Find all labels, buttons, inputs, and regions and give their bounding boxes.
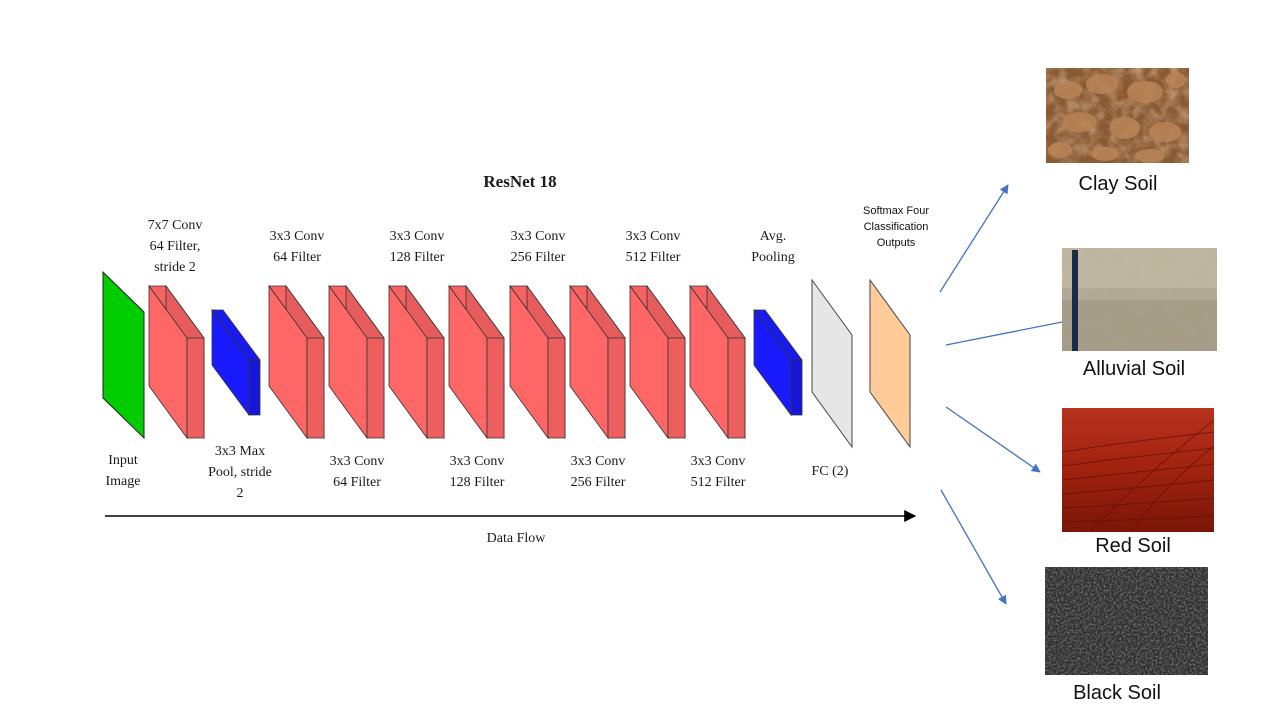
conv-64-a-front <box>306 337 325 439</box>
label-line: 2 <box>236 486 244 501</box>
label-fc: FC (2) <box>800 461 860 482</box>
label-line: 3x3 Conv <box>329 454 385 469</box>
conv-256-b-front <box>607 337 626 439</box>
label-line: FC (2) <box>811 464 849 479</box>
alluvial-soil-photo <box>1062 248 1217 351</box>
input-layer <box>102 270 145 440</box>
label-line: stride 2 <box>154 260 196 275</box>
label-conv128-bot: 3x3 Conv 128 Filter <box>427 451 527 493</box>
label-line: Input <box>108 453 138 468</box>
arrow-to-clay <box>939 184 1009 293</box>
clay-soil-photo <box>1046 68 1189 163</box>
arrow-to-black <box>940 489 1007 605</box>
label-line: Avg. <box>759 229 787 244</box>
diagram-title: ResNet 18 <box>483 172 557 191</box>
label-line: Pooling <box>751 250 795 265</box>
maxpool-block-front <box>248 359 261 416</box>
label-maxpool: 3x3 Max Pool, stride 2 <box>195 441 285 504</box>
label-line: Outputs <box>876 237 916 249</box>
black-soil-label: Black Soil <box>1073 682 1161 704</box>
black-soil-photo <box>1045 567 1208 675</box>
label-line: 64 Filter <box>273 250 321 265</box>
label-conv64-top: 3x3 Conv 64 Filter <box>247 226 347 268</box>
red-soil-label: Red Soil <box>1095 535 1171 557</box>
conv-128-a-front <box>426 337 445 439</box>
label-line: 7x7 Conv <box>147 218 203 233</box>
label-conv256-top: 3x3 Conv 256 Filter <box>488 226 588 268</box>
label-line: 256 Filter <box>570 475 626 490</box>
label-conv128-top: 3x3 Conv 128 Filter <box>367 226 467 268</box>
conv-512-b-front <box>727 337 746 439</box>
label-avgpool: Avg. Pooling <box>733 226 813 268</box>
label-conv512-bot: 3x3 Conv 512 Filter <box>668 451 768 493</box>
label-conv7: 7x7 Conv 64 Filter, stride 2 <box>125 215 225 278</box>
conv-256-a-front <box>547 337 566 439</box>
fc-layer <box>811 278 853 449</box>
clay-soil-label: Clay Soil <box>1078 173 1158 195</box>
label-line: Classification <box>863 221 929 233</box>
arrow-to-alluvial <box>945 317 1073 346</box>
label-line: 512 Filter <box>625 250 681 265</box>
alluvial-soil-label: Alluvial Soil <box>1082 358 1186 380</box>
conv-64-b-front <box>366 337 385 439</box>
label-line: 64 Filter, <box>149 239 201 254</box>
label-line: 512 Filter <box>690 475 746 490</box>
arrow-to-red <box>945 406 1041 473</box>
label-line: 3x3 Conv <box>269 229 325 244</box>
label-line: 3x3 Conv <box>510 229 566 244</box>
layer-blocks <box>148 284 803 440</box>
conv-7x7-front <box>186 337 205 439</box>
label-line: 3x3 Conv <box>449 454 505 469</box>
label-line: Softmax Four <box>862 205 930 217</box>
label-line: 3x3 Max <box>214 444 266 459</box>
data-flow-label: Data Flow <box>486 531 546 546</box>
label-line: Pool, stride <box>208 465 272 480</box>
label-line: 128 Filter <box>449 475 505 490</box>
label-line: 3x3 Conv <box>389 229 445 244</box>
label-line: 3x3 Conv <box>690 454 746 469</box>
label-line: 64 Filter <box>333 475 381 490</box>
avgpool-block-front <box>790 359 803 416</box>
label-input: Input Image <box>93 450 153 492</box>
label-conv256-bot: 3x3 Conv 256 Filter <box>548 451 648 493</box>
label-line: 3x3 Conv <box>570 454 626 469</box>
label-conv64-bot: 3x3 Conv 64 Filter <box>307 451 407 493</box>
conv-512-a-front <box>667 337 686 439</box>
label-line: 128 Filter <box>389 250 445 265</box>
conv-128-b-front <box>486 337 505 439</box>
softmax-label: Softmax Four Classification Outputs <box>846 203 946 251</box>
softmax-layer <box>869 278 911 449</box>
label-line: Image <box>105 474 141 489</box>
red-soil-photo <box>1061 408 1215 533</box>
label-conv512-top: 3x3 Conv 512 Filter <box>603 226 703 268</box>
label-line: 3x3 Conv <box>625 229 681 244</box>
label-line: 256 Filter <box>510 250 566 265</box>
